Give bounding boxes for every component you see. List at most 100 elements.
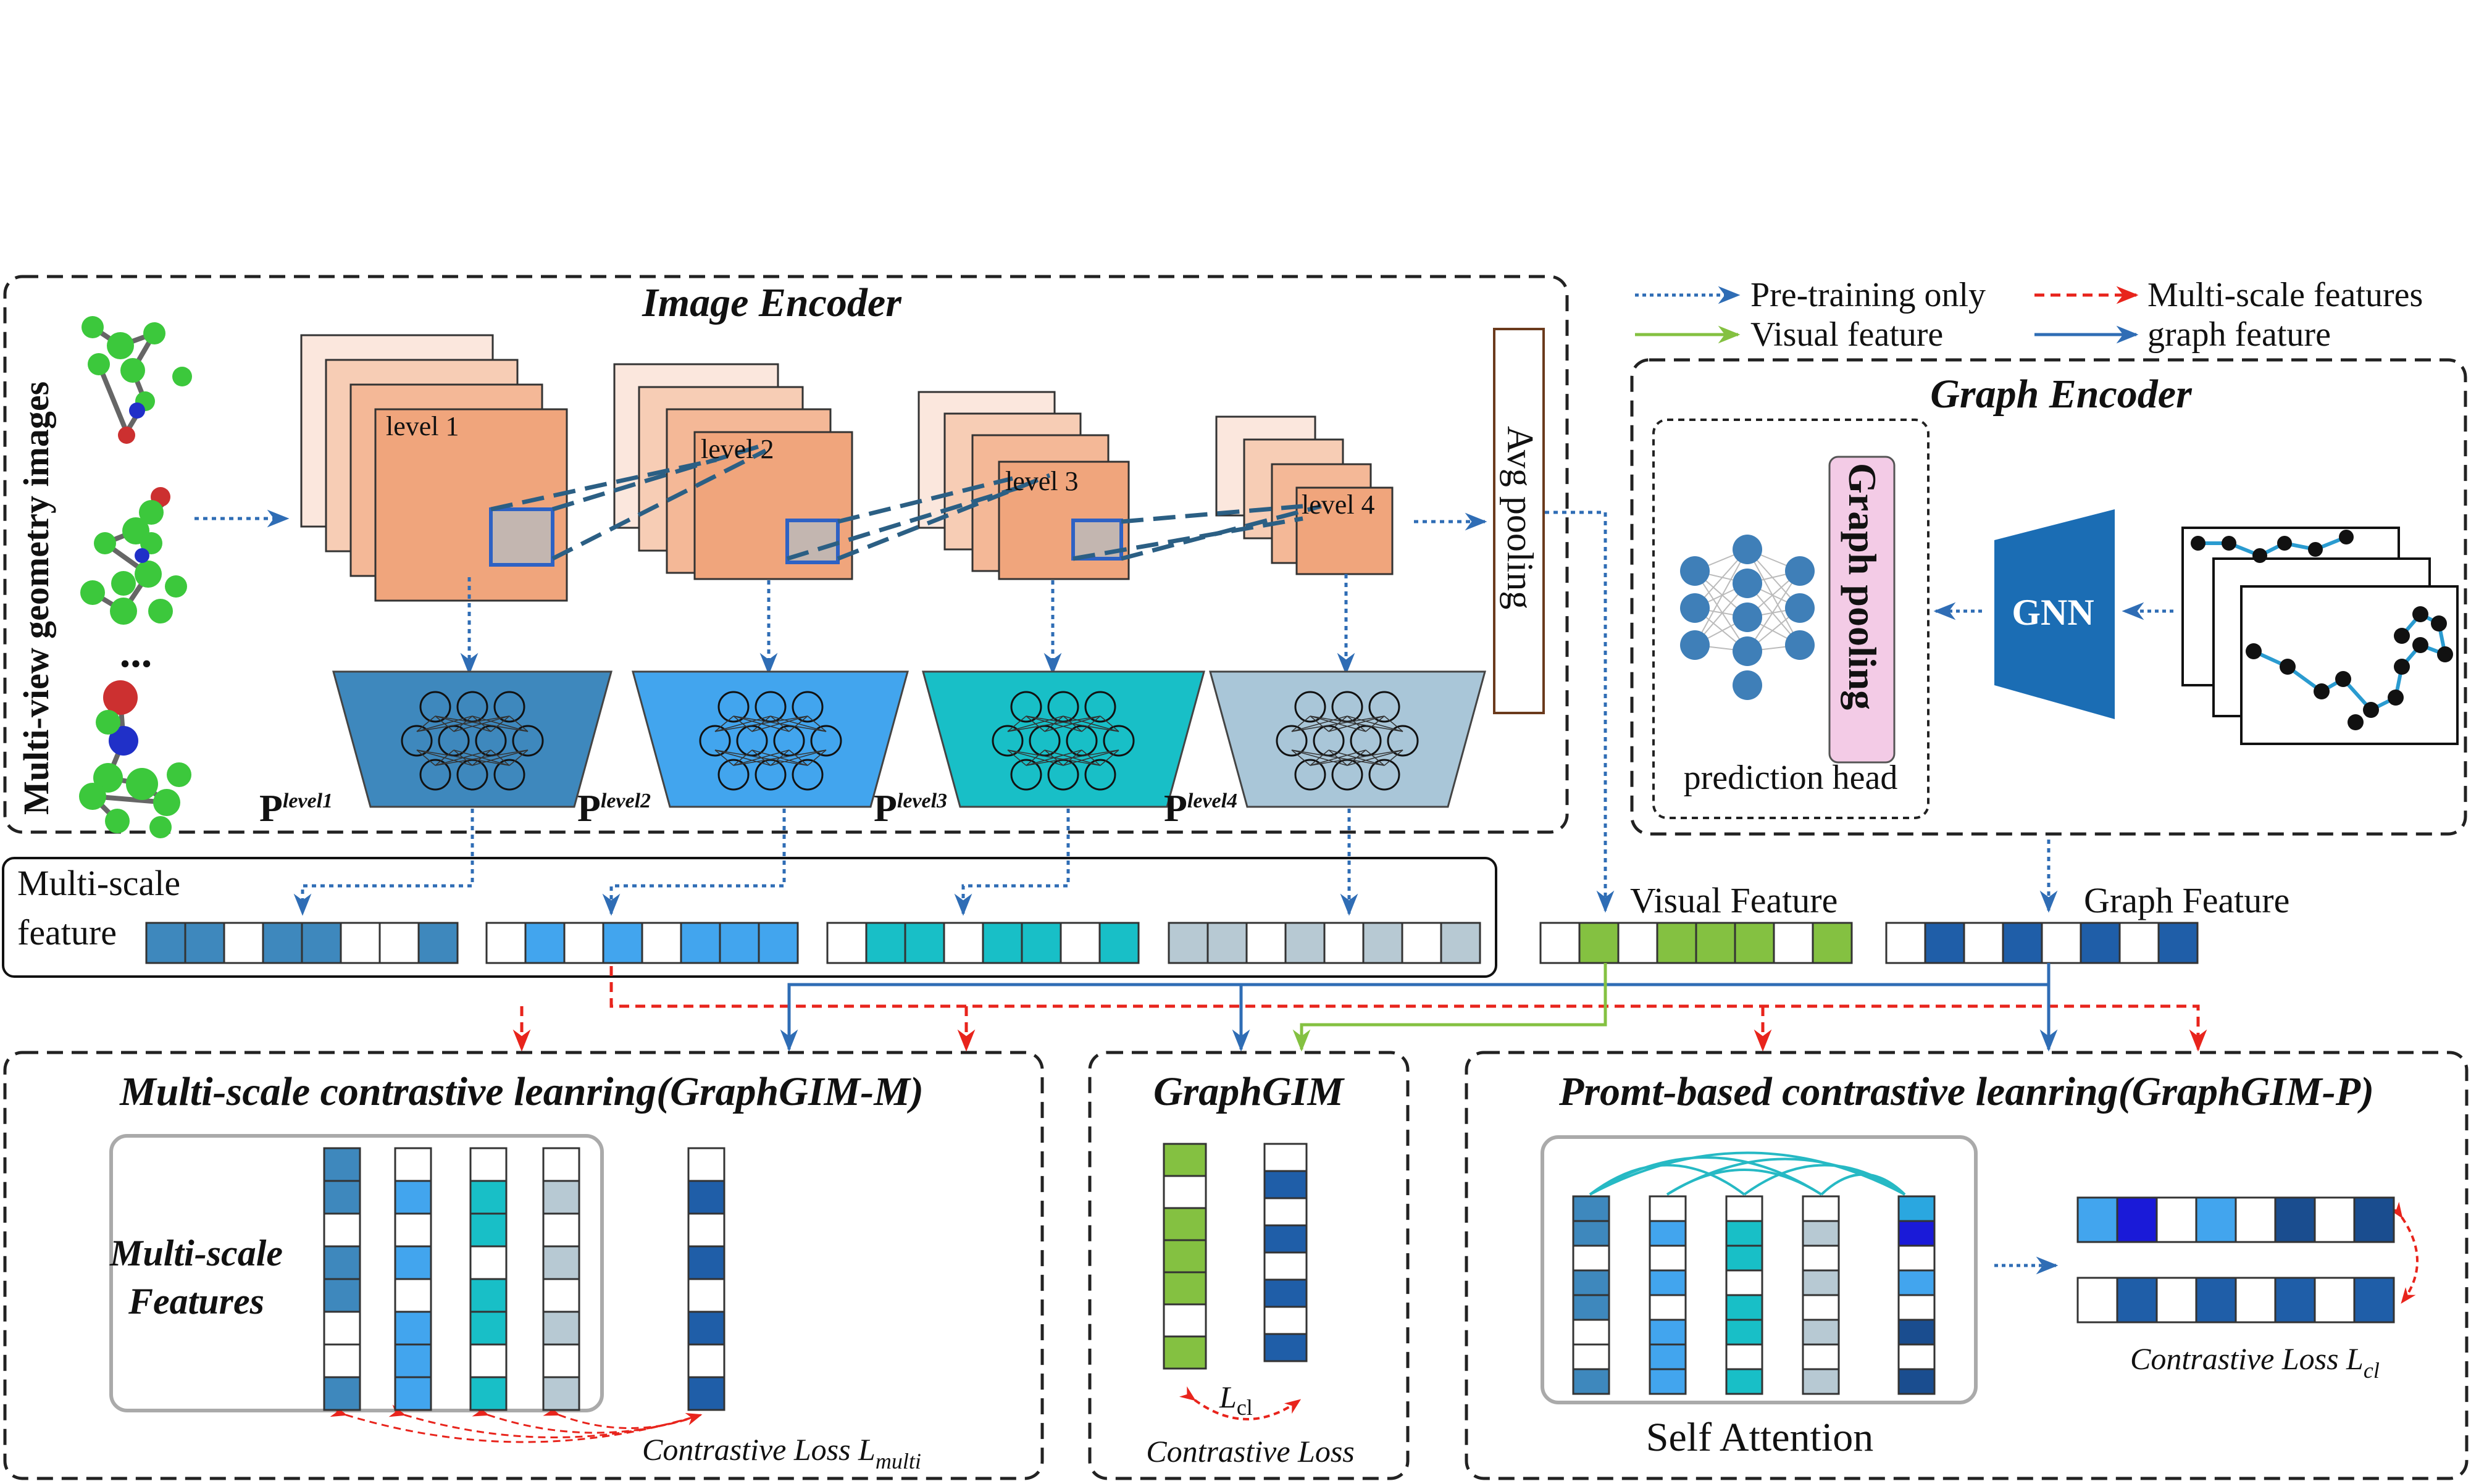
vector-cell: [1263, 1333, 1308, 1362]
vector-cell: [1897, 1343, 1936, 1370]
vector-cell: [641, 922, 682, 964]
vector-cell: [223, 922, 264, 964]
vector-cell: [1802, 1220, 1840, 1247]
vector-cell: [1695, 922, 1736, 964]
vector-cell: [1649, 1319, 1687, 1346]
vector-cell: [542, 1343, 580, 1378]
g-graph-vector: [1263, 1143, 1308, 1362]
vector-cell: [1649, 1368, 1687, 1395]
vector-cell: [1284, 922, 1326, 964]
vector-cell: [1897, 1244, 1936, 1272]
vector-cell: [1802, 1195, 1840, 1222]
graphgim-box: [1088, 1051, 1410, 1480]
p-vector-1: [1572, 1195, 1610, 1395]
vector-cell: [1649, 1294, 1687, 1321]
vector-cell: [542, 1376, 580, 1411]
m-vector-3: [469, 1147, 508, 1411]
vector-cell: [2235, 1196, 2277, 1243]
vector-cell: [1725, 1319, 1763, 1346]
routing-arrows: [512, 963, 2207, 1052]
feature-vectors: [145, 922, 2199, 964]
vector-cell: [2118, 922, 2160, 964]
vector-cell: [1163, 1271, 1207, 1306]
vector-cell: [1924, 922, 1965, 964]
vector-cell: [687, 1278, 725, 1313]
vector-cell: [469, 1376, 508, 1411]
vector-cell: [1263, 1170, 1308, 1199]
p-loss-label: Contrastive Loss Lcl: [2130, 1341, 2380, 1383]
vector-cell: [1734, 922, 1775, 964]
vector-cell: [1098, 922, 1140, 964]
projection-heads: [332, 670, 1486, 808]
g-lcl-label: Lcl: [1219, 1380, 1253, 1420]
vector-cell: [1263, 1143, 1308, 1172]
p-output-vector-1: [2076, 1196, 2395, 1243]
level2-label: level 2: [701, 434, 774, 464]
visual-feature-label: Visual Feature: [1630, 880, 1838, 920]
vector-cell: [340, 922, 381, 964]
g-loss-label: Contrastive Loss: [1146, 1434, 1355, 1469]
vector-cell: [184, 922, 225, 964]
vector-cell: [2157, 922, 2199, 964]
vector-cell: [2195, 1277, 2237, 1324]
p-vector-2: [1649, 1195, 1687, 1395]
vector-cell: [1897, 1294, 1936, 1321]
vector-cell: [2155, 1196, 2197, 1243]
vector-cell: [680, 922, 721, 964]
prediction-head-box: [1652, 419, 1930, 819]
vector-cell: [542, 1147, 580, 1182]
vector-cell: [1897, 1195, 1936, 1222]
multiscale-features-title-2: Features: [128, 1281, 264, 1322]
multiscale-feature-label-1: Multi-scale: [17, 863, 180, 903]
vector-cell: [687, 1376, 725, 1411]
vector-cell: [687, 1180, 725, 1215]
gnn-label: GNN: [2012, 592, 2094, 633]
vector-cell: [1773, 922, 1814, 964]
vector-cell: [1245, 922, 1287, 964]
p-level3-label: Plevel3: [874, 788, 947, 830]
vector-cell: [1572, 1294, 1610, 1321]
vector-cell: [1725, 1220, 1763, 1247]
vector-cell: [943, 922, 984, 964]
vector-cell: [1725, 1343, 1763, 1370]
vector-cell: [417, 922, 459, 964]
vector-cell: [687, 1212, 725, 1248]
molecular-graph-inputs: [2181, 527, 2459, 745]
legend: Pre-training only Multi-scale features V…: [1635, 276, 2423, 354]
vector-cell: [1649, 1244, 1687, 1272]
m-vector-1: [323, 1147, 361, 1411]
vector-cell: [1323, 922, 1365, 964]
p-prompt-vector: [1897, 1195, 1936, 1395]
head-to-vector-arrows: [293, 511, 2058, 916]
vector-cell: [1897, 1368, 1936, 1395]
vector-cell: [1539, 922, 1581, 964]
vector-cell: [1802, 1368, 1840, 1395]
vector-cell: [469, 1180, 508, 1215]
vector-cell: [1263, 1278, 1308, 1308]
vector-cell: [1572, 1319, 1610, 1346]
multiscale-vector-1: [145, 922, 459, 964]
vector-cell: [2235, 1277, 2277, 1324]
vector-cell: [1440, 922, 1481, 964]
vector-cell: [2353, 1196, 2395, 1243]
vector-cell: [323, 1180, 361, 1215]
vector-cell: [469, 1343, 508, 1378]
vector-cell: [323, 1343, 361, 1378]
graph-pooling-box: [1828, 456, 1896, 764]
vector-cell: [2353, 1277, 2395, 1324]
vector-cell: [1572, 1368, 1610, 1395]
vector-cell: [323, 1147, 361, 1182]
level-to-head-arrows: [460, 574, 1355, 675]
image-encoder-box: [3, 275, 1569, 834]
vector-cell: [1362, 922, 1403, 964]
vector-cell: [1802, 1343, 1840, 1370]
p-level2-label: Plevel2: [577, 788, 651, 830]
vector-cell: [394, 1147, 432, 1182]
vector-cell: [982, 922, 1023, 964]
vector-cell: [2274, 1196, 2316, 1243]
vector-cell: [1812, 922, 1853, 964]
graphgim-m-title: Multi-scale contrastive leanring(GraphGI…: [119, 1069, 924, 1114]
vector-cell: [2041, 922, 2082, 964]
graph-encoder-title: Graph Encoder: [1930, 372, 2193, 417]
vector-cell: [719, 922, 760, 964]
